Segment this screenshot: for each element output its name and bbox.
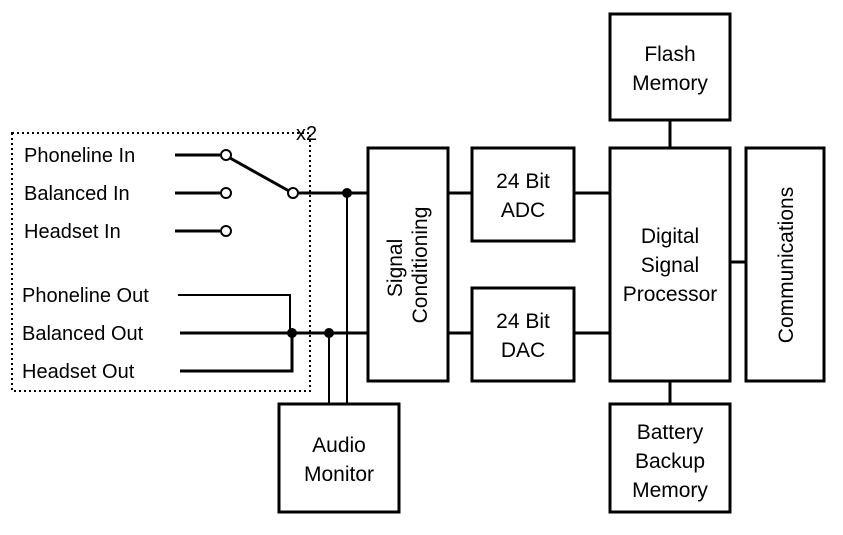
signal-conditioning-line-1: Signal xyxy=(384,239,407,297)
switch-common-terminal xyxy=(287,187,299,199)
audio-monitor-block xyxy=(277,402,401,514)
output-label-balanced: Balanced Out xyxy=(22,323,144,345)
input-terminal-balanced xyxy=(220,187,232,199)
audio-monitor-label-line-2: Monitor xyxy=(304,463,374,486)
flash-memory-block xyxy=(608,12,732,122)
dsp-label-line-2: Signal xyxy=(641,254,699,277)
battery-backup-label-line-2: Backup xyxy=(635,450,705,473)
battery-backup-label-line-1: Battery xyxy=(637,421,704,444)
input-selector-switch xyxy=(229,156,290,193)
signal-conditioning-line-2: Conditioning xyxy=(409,207,432,324)
group-multiplier: x2 xyxy=(296,123,317,145)
output-label-phoneline: Phoneline Out xyxy=(22,285,149,307)
communications-block xyxy=(744,146,826,383)
dac-label-line-2: DAC xyxy=(501,339,545,362)
input-label-phoneline: Phoneline In xyxy=(24,145,135,167)
flash-memory-label-line-2: Memory xyxy=(632,72,708,95)
adc-label-line-2: ADC xyxy=(501,199,545,222)
input-label-balanced: Balanced In xyxy=(24,183,130,205)
dac-block xyxy=(470,286,576,383)
battery-backup-memory-block xyxy=(608,402,732,514)
adc-block xyxy=(470,146,576,243)
output-label-headset: Headset Out xyxy=(22,361,135,383)
audio-monitor-label-line-1: Audio xyxy=(312,434,366,457)
dac-label-line-1: 24 Bit xyxy=(496,310,550,333)
signal-conditioning-label: Signal Conditioning xyxy=(384,207,432,324)
input-terminal-phoneline xyxy=(220,149,232,161)
output-junction-dot-left xyxy=(287,328,297,338)
dsp-label-line-3: Processor xyxy=(623,283,718,306)
dsp-label-line-1: Digital xyxy=(641,225,699,248)
input-label-headset: Headset In xyxy=(24,221,121,243)
input-terminal-headset xyxy=(220,225,232,237)
signal-conditioning-block xyxy=(366,146,450,383)
communications-label: Communications xyxy=(775,187,798,343)
flash-memory-label-line-1: Flash xyxy=(644,43,695,66)
io-group-border xyxy=(11,132,311,392)
output-wire-phoneline xyxy=(178,294,291,333)
output-wire-headset xyxy=(180,333,294,373)
battery-backup-label-line-3: Memory xyxy=(632,479,708,502)
adc-label-line-1: 24 Bit xyxy=(496,170,550,193)
